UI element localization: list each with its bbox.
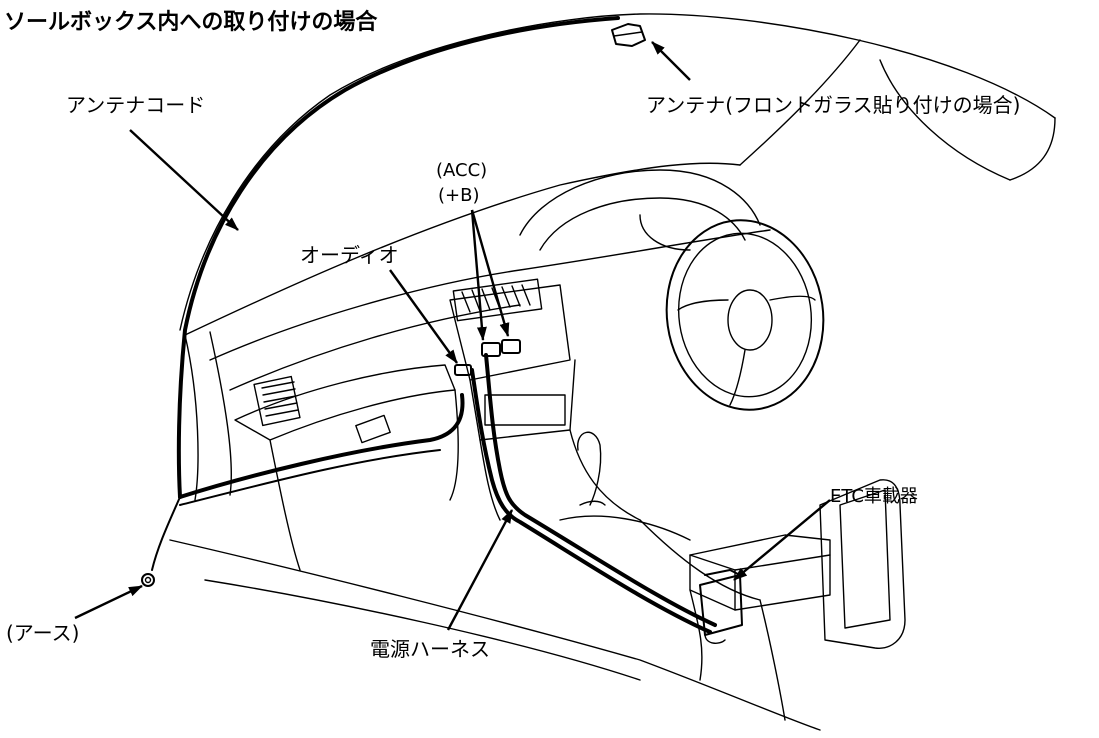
power-harness-wire (151, 353, 717, 634)
page-title: ソールボックス内への取り付けの場合 (4, 9, 378, 35)
label-power-harness: 電源ハーネス (370, 637, 490, 661)
label-antenna: アンテナ(フロントガラス貼り付けの場合) (646, 93, 1020, 117)
label-plus-b: (+B) (438, 185, 479, 206)
label-antenna-cord: アンテナコード (66, 93, 205, 117)
leader-arrows (74, 41, 831, 631)
antenna-cord-wire (176, 16, 620, 499)
label-audio: オーディオ (300, 243, 399, 267)
car-interior-illustration (141, 13, 1056, 731)
label-etc-unit: ETC車載器 (830, 486, 918, 507)
label-ground: (アース) (6, 621, 79, 645)
label-acc: (ACC) (436, 160, 487, 181)
